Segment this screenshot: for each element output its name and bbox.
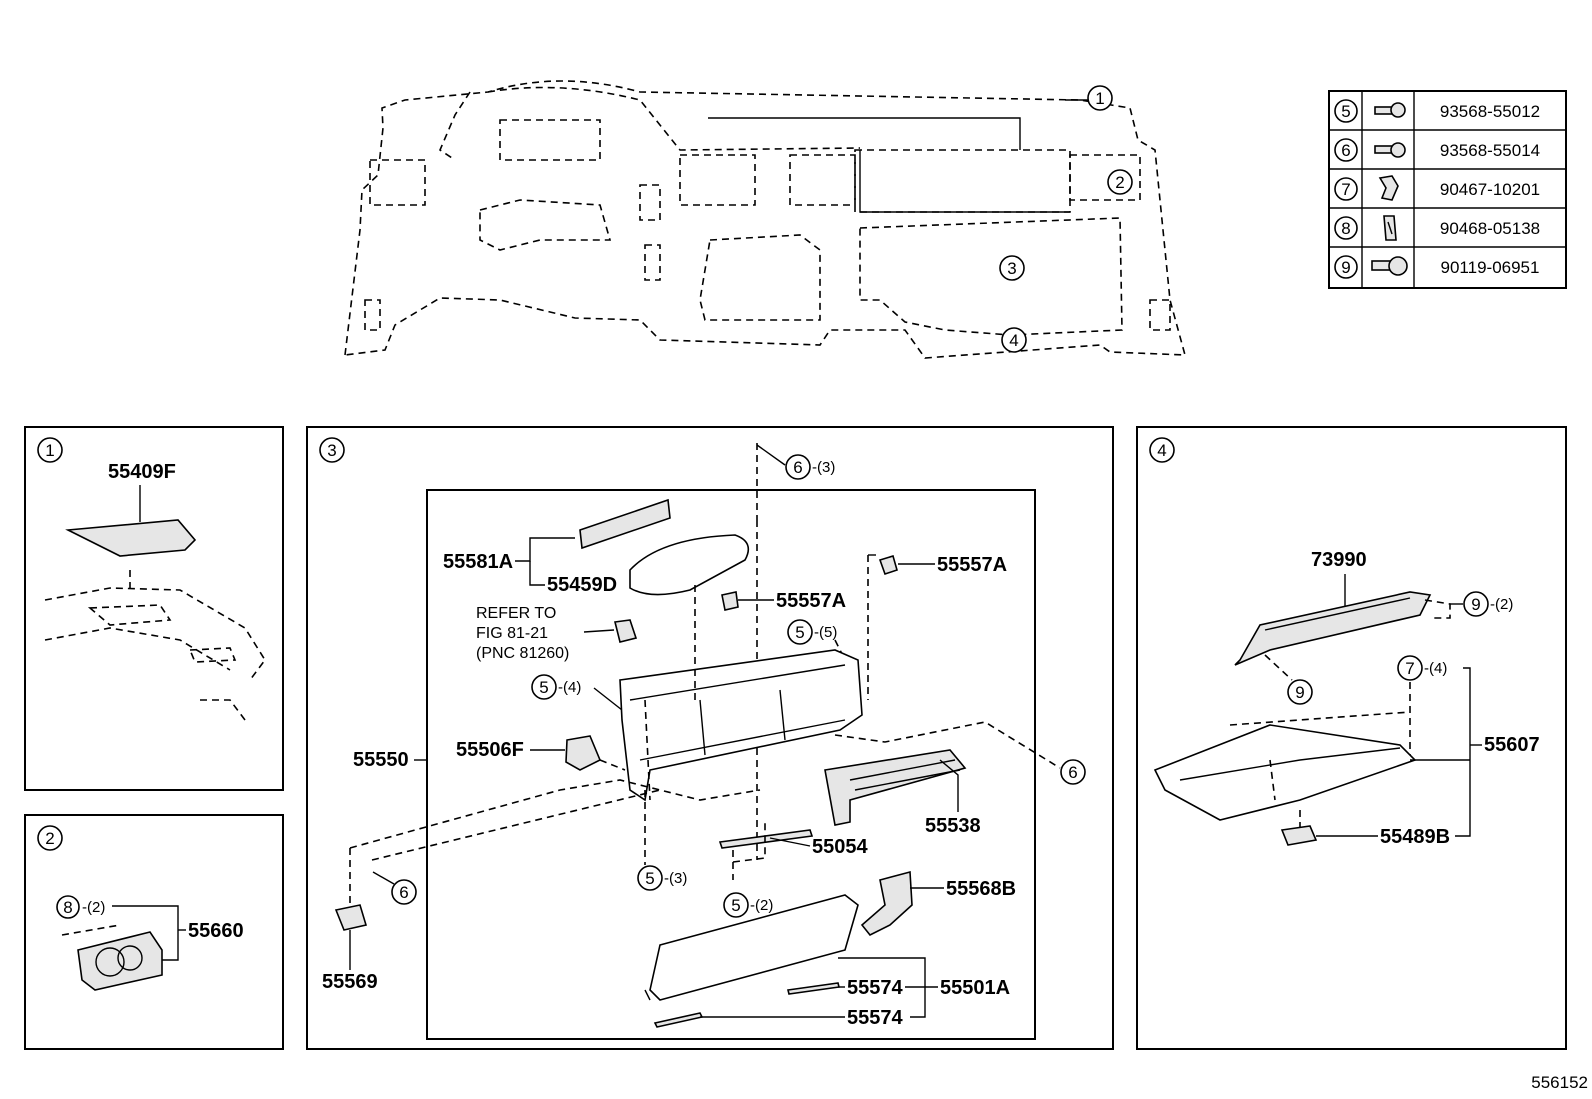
- panel-part-55550: [619, 649, 863, 802]
- part-label: 73990: [1311, 549, 1367, 571]
- part-label: 55501A: [940, 977, 1010, 999]
- svg-text:2: 2: [1115, 173, 1124, 192]
- svg-text:90468-05138: 90468-05138: [1440, 219, 1540, 238]
- overview-callout-3: 3: [999, 255, 1025, 281]
- panel-part-55538: [824, 749, 967, 826]
- panel-part-55501A: [649, 894, 859, 1001]
- svg-text:90467-10201: 90467-10201: [1440, 180, 1540, 199]
- svg-text:5: 5: [539, 678, 548, 697]
- part-label: 55569: [322, 971, 378, 993]
- svg-text:1: 1: [45, 441, 54, 460]
- svg-text:-(4): -(4): [558, 679, 581, 696]
- svg-text:-(2): -(2): [1490, 596, 1513, 613]
- svg-text:6: 6: [793, 458, 802, 477]
- table-row: 8 90468-05138: [1334, 215, 1540, 241]
- overview-callout-2: 2: [1107, 169, 1133, 195]
- svg-text:-(3): -(3): [664, 870, 687, 887]
- panel-3: 3 6 -(3) 55581A 55459D 55557A 55557A REF…: [306, 426, 1114, 1050]
- part-label: 55581A: [443, 551, 513, 573]
- bolt-icon: [1371, 256, 1408, 276]
- svg-text:9: 9: [1341, 258, 1350, 277]
- svg-text:9: 9: [1295, 683, 1304, 702]
- svg-text:9: 9: [1471, 595, 1480, 614]
- svg-text:5: 5: [731, 896, 740, 915]
- overview-callout-4: 4: [1001, 327, 1027, 353]
- svg-text:90119-06951: 90119-06951: [1441, 258, 1540, 277]
- svg-text:5: 5: [645, 869, 654, 888]
- panel-part-55054: [718, 829, 814, 849]
- refer-note: (PNC 81260): [476, 645, 569, 662]
- part-label: 55506F: [456, 739, 524, 761]
- refer-note: REFER TO: [476, 605, 556, 622]
- part-label: 55538: [925, 815, 981, 837]
- part-label: 55607: [1484, 734, 1540, 756]
- svg-text:7: 7: [1341, 180, 1350, 199]
- table-row: 7 90467-10201: [1334, 175, 1540, 201]
- panel-2: 2 8 -(2) 55660: [24, 814, 284, 1050]
- svg-text:4: 4: [1009, 331, 1018, 350]
- panel-1: 1 55409F: [24, 426, 284, 791]
- panel-part-55569: [334, 904, 368, 931]
- svg-text:3: 3: [327, 441, 336, 460]
- svg-text:93568-55012: 93568-55012: [1440, 102, 1540, 121]
- panel-part-55489B: [1280, 825, 1318, 846]
- panel-part-55506F: [565, 735, 602, 771]
- panel-part-55607: [1153, 724, 1417, 821]
- svg-text:8: 8: [1341, 219, 1350, 238]
- svg-text:-(4): -(4): [1424, 660, 1447, 677]
- svg-text:-(5): -(5): [814, 624, 837, 641]
- panel-part-55581A: [579, 498, 671, 550]
- screw-icon: [1374, 142, 1406, 158]
- panel-part-55568B: [860, 870, 913, 937]
- svg-text:6: 6: [1341, 141, 1350, 160]
- svg-text:6: 6: [399, 883, 408, 902]
- svg-text:1: 1: [1095, 89, 1104, 108]
- part-label: 55557A: [776, 590, 846, 612]
- part-label: 55557A: [937, 554, 1007, 576]
- svg-text:3: 3: [1007, 259, 1016, 278]
- svg-text:2: 2: [45, 829, 54, 848]
- clip-icon: [1383, 215, 1397, 241]
- clip-icon: [1378, 175, 1399, 201]
- svg-text:93568-55014: 93568-55014: [1440, 141, 1540, 160]
- part-label: 55459D: [547, 574, 617, 596]
- part-label: 55550: [353, 749, 409, 771]
- fastener-table: 5 93568-55012 6 93568-55014 7 90467-1020…: [1328, 90, 1567, 289]
- screw-icon: [1374, 102, 1406, 118]
- svg-text:4: 4: [1157, 441, 1166, 460]
- illustration-id: 556152: [1531, 1073, 1588, 1092]
- panel-part-55574: [787, 982, 840, 995]
- part-label: 55489B: [1380, 826, 1450, 848]
- panel-part-73990: [1234, 591, 1432, 666]
- svg-text:-(2): -(2): [750, 897, 773, 914]
- part-label: 55054: [812, 836, 868, 858]
- svg-text:-(2): -(2): [82, 899, 105, 916]
- part-label: 55574: [847, 1007, 903, 1029]
- svg-text:6: 6: [1068, 763, 1077, 782]
- part-label: 55574: [847, 977, 903, 999]
- dashboard-overview: 1 2 3 4: [344, 80, 1187, 359]
- table-row: 5 93568-55012: [1334, 99, 1540, 123]
- table-row: 9 90119-06951: [1334, 255, 1540, 279]
- overview-callout-1: 1: [1065, 85, 1113, 111]
- panel-4: 4 73990 9 -(2) 9 7 -(4) 55607 55489B: [1136, 426, 1567, 1050]
- panel-part-55459D: [629, 534, 750, 596]
- panel-part-55557A: [878, 554, 898, 576]
- panel-part-55660: [77, 931, 163, 991]
- table-row: 6 93568-55014: [1334, 138, 1540, 162]
- svg-text:5: 5: [1341, 102, 1350, 121]
- part-label: 55568B: [946, 878, 1016, 900]
- svg-text:7: 7: [1405, 659, 1414, 678]
- panel-part-55574-2: [653, 1012, 704, 1028]
- part-label: 55409F: [108, 461, 176, 483]
- panel-part-55557A-2: [721, 591, 739, 611]
- panel-part-55409F: [65, 519, 197, 557]
- part-label: 55660: [188, 920, 244, 942]
- svg-text:8: 8: [63, 898, 72, 917]
- refer-note: FIG 81-21: [476, 625, 548, 642]
- svg-text:5: 5: [795, 623, 804, 642]
- svg-text:-(3): -(3): [812, 459, 835, 476]
